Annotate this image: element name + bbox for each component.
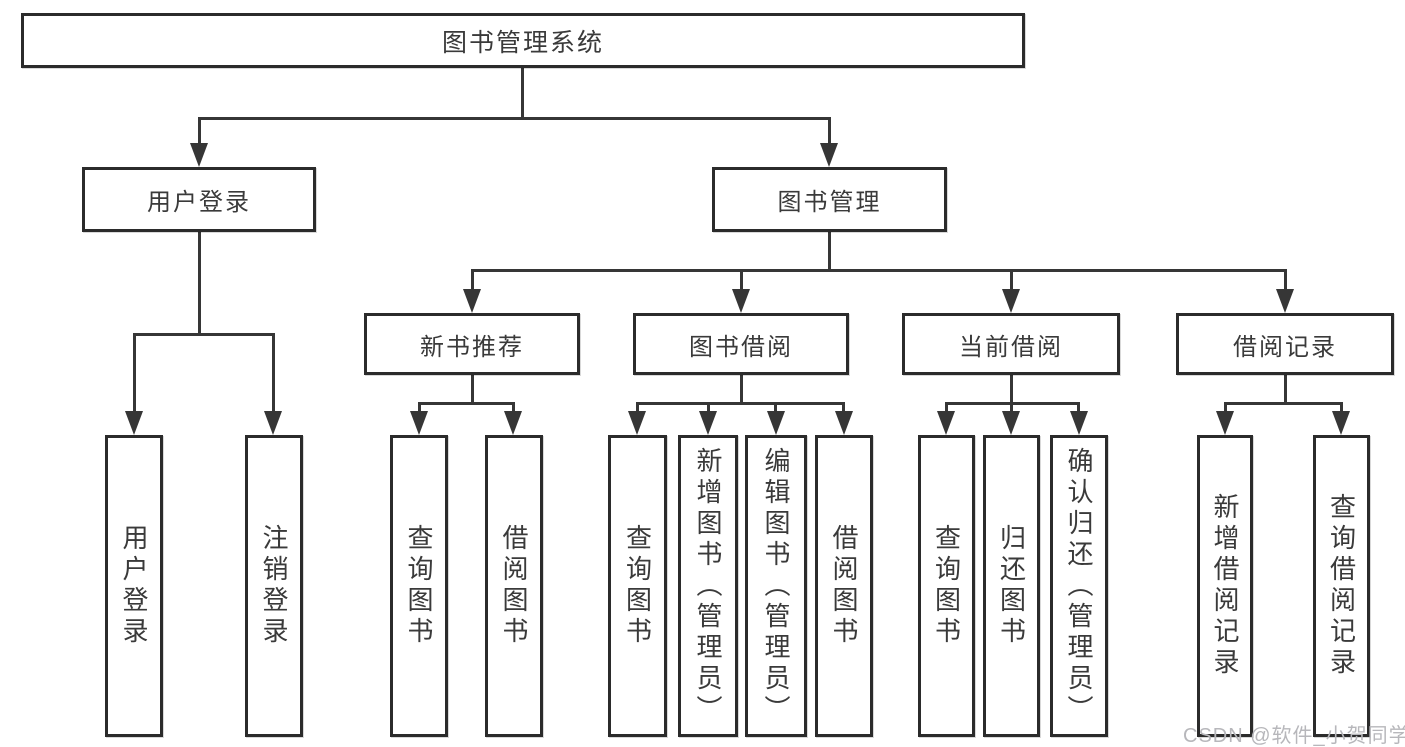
connector-line <box>828 232 831 271</box>
leaf-label: 编辑图书（管理员） <box>761 446 791 726</box>
leaf-query-books-borrowing: 查询图书 <box>608 435 667 737</box>
leaf-query-borrow-record: 查询借阅记录 <box>1313 435 1370 737</box>
leaf-label: 新增借阅记录 <box>1210 493 1240 679</box>
node-label: 用户登录 <box>147 189 251 216</box>
connector-line <box>198 117 201 146</box>
connector-line <box>471 375 474 404</box>
arrowhead-down-icon <box>1002 411 1020 435</box>
connector-line <box>133 333 136 413</box>
leaf-logout: 注销登录 <box>245 435 303 737</box>
leaf-label: 借阅图书 <box>499 524 529 648</box>
leaf-user-login: 用户登录 <box>105 435 163 737</box>
arrowhead-down-icon <box>190 143 208 167</box>
arrowhead-down-icon <box>820 143 838 167</box>
watermark-text: CSDN @软件_小贺同学 <box>1183 725 1405 747</box>
connector-line <box>418 402 515 405</box>
leaf-borrow-books-borrowing: 借阅图书 <box>815 435 873 737</box>
arrowhead-down-icon <box>628 411 646 435</box>
leaf-return-books: 归还图书 <box>983 435 1040 737</box>
connector-line <box>512 402 515 413</box>
leaf-query-books-recommend: 查询图书 <box>390 435 448 737</box>
node-book-management: 图书管理 <box>712 167 947 232</box>
leaf-label: 查询图书 <box>622 524 653 648</box>
arrowhead-down-icon <box>1332 411 1350 435</box>
leaf-label: 用户登录 <box>119 524 149 648</box>
connector-line <box>471 269 474 291</box>
connector-line <box>1224 402 1227 413</box>
connector-line <box>740 269 743 291</box>
connector-line <box>740 375 743 404</box>
connector-line <box>945 402 948 413</box>
leaf-borrow-books-recommend: 借阅图书 <box>485 435 543 737</box>
node-label: 图书管理 <box>777 189 882 216</box>
connector-line <box>1224 402 1342 405</box>
arrowhead-down-icon <box>835 411 853 435</box>
arrowhead-down-icon <box>732 289 750 313</box>
connector-line <box>521 68 524 118</box>
leaf-label: 归还图书 <box>996 524 1027 648</box>
arrowhead-down-icon <box>410 411 428 435</box>
arrowhead-down-icon <box>1216 411 1234 435</box>
node-label: 图书管理系统 <box>441 28 604 57</box>
arrowhead-down-icon <box>125 411 143 435</box>
connector-line <box>418 402 421 413</box>
connector-line <box>1284 375 1287 404</box>
arrowhead-down-icon <box>1002 289 1020 313</box>
connector-line <box>828 117 831 146</box>
connector-line <box>1010 269 1013 291</box>
node-label: 新书推荐 <box>420 333 524 361</box>
connector-line <box>272 333 275 413</box>
node-label: 图书借阅 <box>689 333 793 361</box>
arrowhead-down-icon <box>504 411 522 435</box>
connector-line <box>636 402 639 413</box>
connector-line <box>1284 269 1287 291</box>
connector-line <box>133 333 274 336</box>
leaf-label: 查询借阅记录 <box>1326 493 1357 679</box>
connector-line <box>198 232 201 335</box>
connector-line <box>198 117 831 120</box>
node-book-borrowing: 图书借阅 <box>633 313 849 375</box>
connector-line <box>471 269 1287 272</box>
connector-line <box>636 402 845 405</box>
leaf-confirm-return-admin: 确认归还（管理员） <box>1050 435 1108 737</box>
arrowhead-down-icon <box>937 411 955 435</box>
leaf-add-borrow-record: 新增借阅记录 <box>1197 435 1253 737</box>
arrowhead-down-icon <box>264 411 282 435</box>
connector-line <box>707 402 710 413</box>
node-library-management-system: 图书管理系统 <box>21 13 1025 68</box>
leaf-edit-book-admin: 编辑图书（管理员） <box>745 435 807 737</box>
leaf-label: 查询图书 <box>931 524 962 648</box>
connector-line <box>774 402 777 413</box>
connector-line <box>842 402 845 413</box>
connector-line <box>1340 402 1343 413</box>
node-current-borrowing: 当前借阅 <box>902 313 1120 375</box>
leaf-label: 借阅图书 <box>829 524 859 648</box>
leaf-label: 确认归还（管理员） <box>1064 446 1094 726</box>
connector-line <box>1010 402 1013 413</box>
node-new-book-recommendation: 新书推荐 <box>364 313 580 375</box>
arrowhead-down-icon <box>1276 289 1294 313</box>
node-label: 借阅记录 <box>1233 333 1337 361</box>
leaf-query-books-current: 查询图书 <box>918 435 975 737</box>
node-borrowing-records: 借阅记录 <box>1176 313 1394 375</box>
leaf-label: 查询图书 <box>404 524 434 648</box>
node-label: 当前借阅 <box>959 333 1063 361</box>
arrowhead-down-icon <box>767 411 785 435</box>
leaf-add-book-admin: 新增图书（管理员） <box>678 435 738 737</box>
leaf-label: 注销登录 <box>259 524 289 648</box>
connector-line <box>1077 402 1080 413</box>
node-user-login: 用户登录 <box>82 167 316 232</box>
arrowhead-down-icon <box>463 289 481 313</box>
connector-line <box>1010 375 1013 404</box>
leaf-label: 新增图书（管理员） <box>693 446 723 726</box>
arrowhead-down-icon <box>1070 411 1088 435</box>
arrowhead-down-icon <box>699 411 717 435</box>
